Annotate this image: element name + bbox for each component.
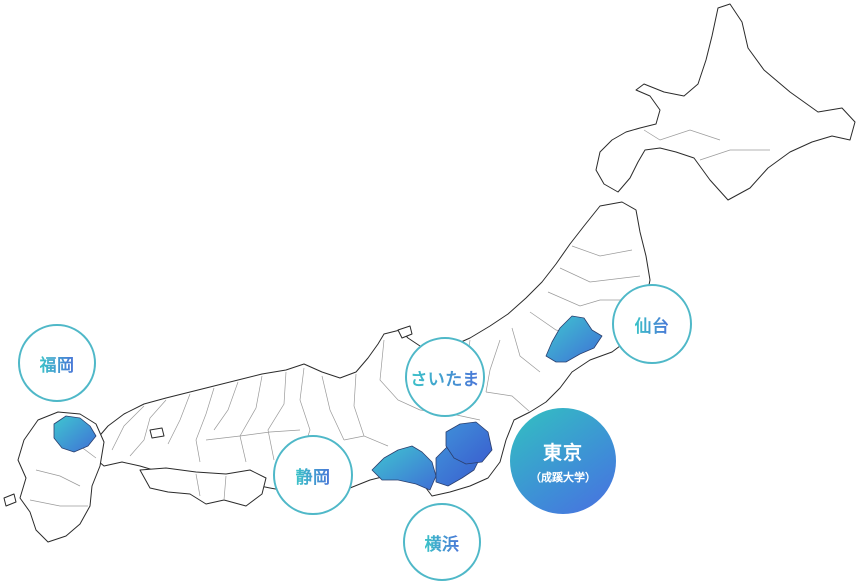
- tokyo-saitama-region[interactable]: [445, 421, 493, 465]
- pin-saitama[interactable]: さいたま: [405, 337, 485, 417]
- pin-sendai-label: 仙台: [635, 312, 670, 337]
- fukuoka-region[interactable]: [53, 415, 97, 453]
- pin-yokohama-label: 横浜: [425, 530, 460, 555]
- pin-fukuoka-label: 福岡: [40, 351, 75, 376]
- small-island: [149, 427, 165, 439]
- pin-tokyo[interactable]: 東京 （成蹊大学）: [510, 408, 616, 514]
- prefecture-borders: [29, 129, 770, 507]
- pin-tokyo-campus: （成蹊大学）: [530, 470, 596, 484]
- pin-yokohama[interactable]: 横浜: [403, 503, 481, 581]
- small-island: [3, 493, 17, 507]
- pin-saitama-label: さいたま: [410, 365, 480, 390]
- sendai-region[interactable]: [545, 315, 603, 363]
- pin-shizuoka-label: 静岡: [296, 463, 331, 488]
- pin-shizuoka[interactable]: 静岡: [273, 435, 353, 515]
- pin-tokyo-label: 東京: [542, 441, 583, 464]
- pin-fukuoka[interactable]: 福岡: [18, 324, 96, 402]
- shikoku-island: [139, 467, 267, 507]
- pin-sendai[interactable]: 仙台: [612, 284, 692, 364]
- small-island: [397, 325, 413, 339]
- shizuoka-region[interactable]: [371, 445, 437, 491]
- hokkaido-island: [595, 3, 856, 201]
